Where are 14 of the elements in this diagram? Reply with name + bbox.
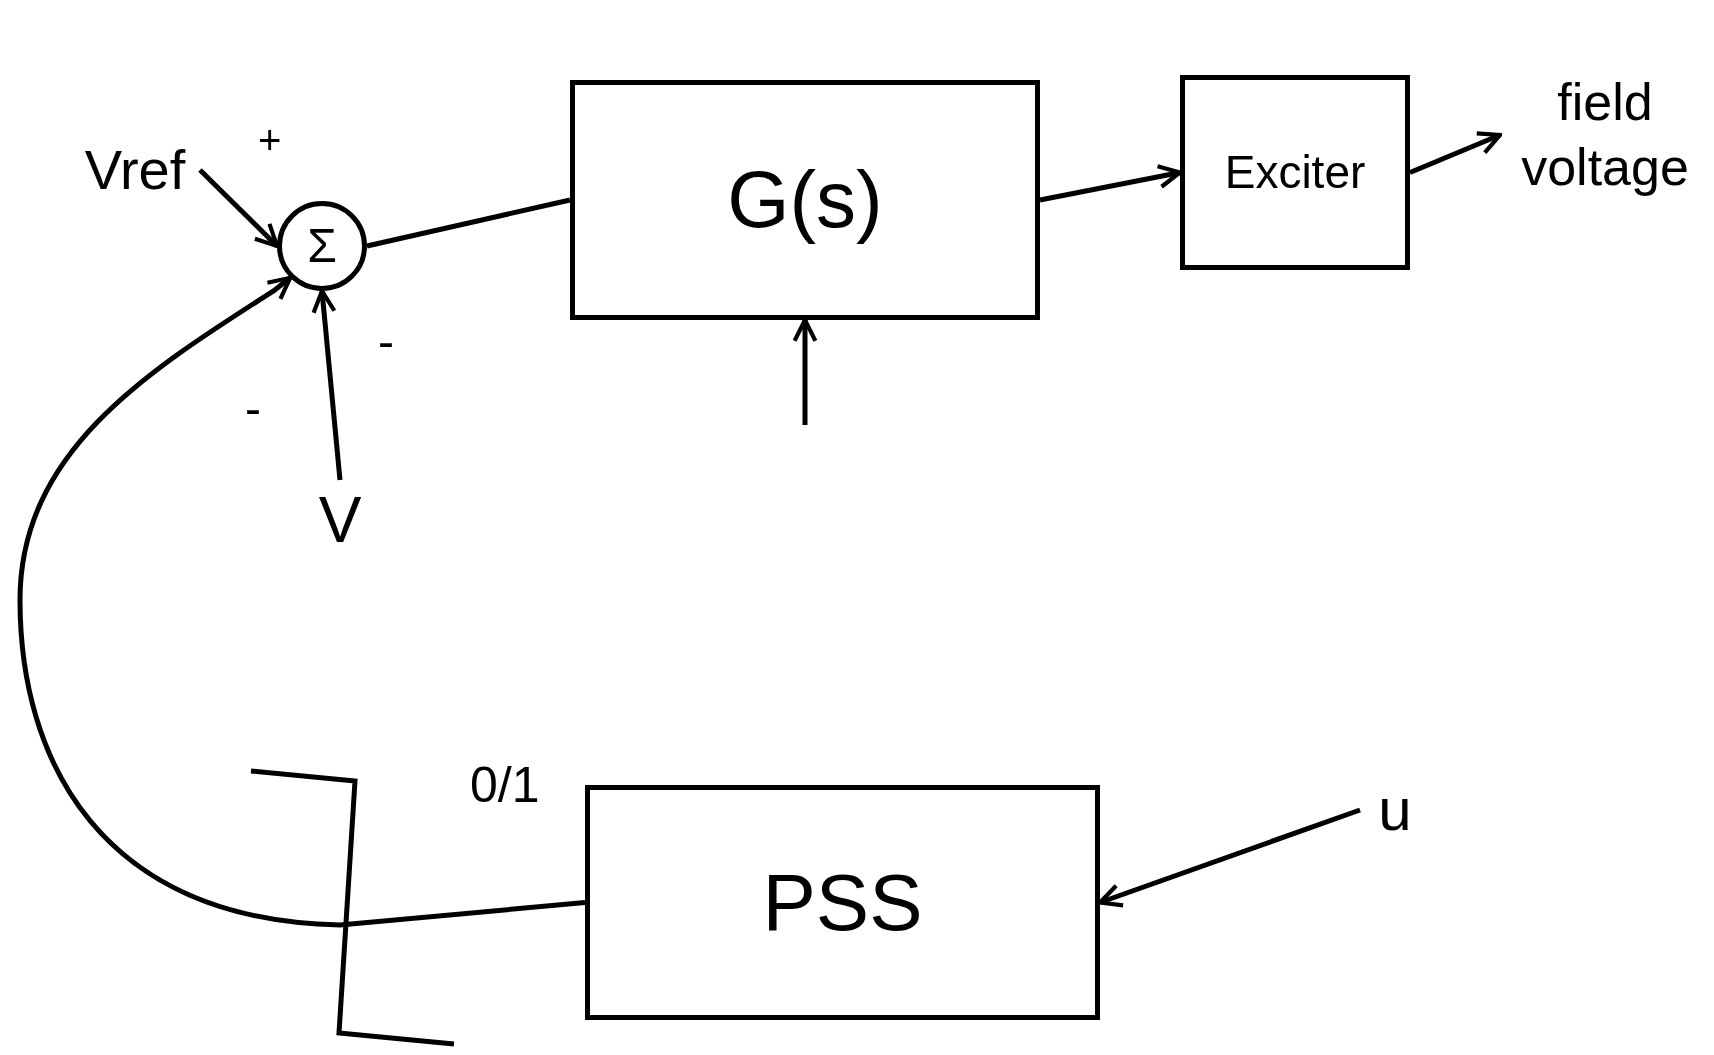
sign-label: 0/1	[470, 760, 540, 810]
block-box: PSS	[585, 785, 1100, 1020]
signal-label: field voltage	[1500, 40, 1710, 230]
signal-label: Vref	[70, 135, 200, 205]
signal-label: V	[305, 480, 375, 560]
summing-junction: Σ	[277, 201, 367, 291]
block-box: G(s)	[570, 80, 1040, 320]
sign-label: -	[378, 318, 394, 366]
block-box: Exciter	[1180, 75, 1410, 270]
arrow	[17, 275, 586, 928]
sign-label: -	[245, 385, 261, 433]
arrow	[1409, 131, 1503, 175]
signal-label: u	[1360, 770, 1430, 850]
sign-label: +	[258, 120, 282, 160]
